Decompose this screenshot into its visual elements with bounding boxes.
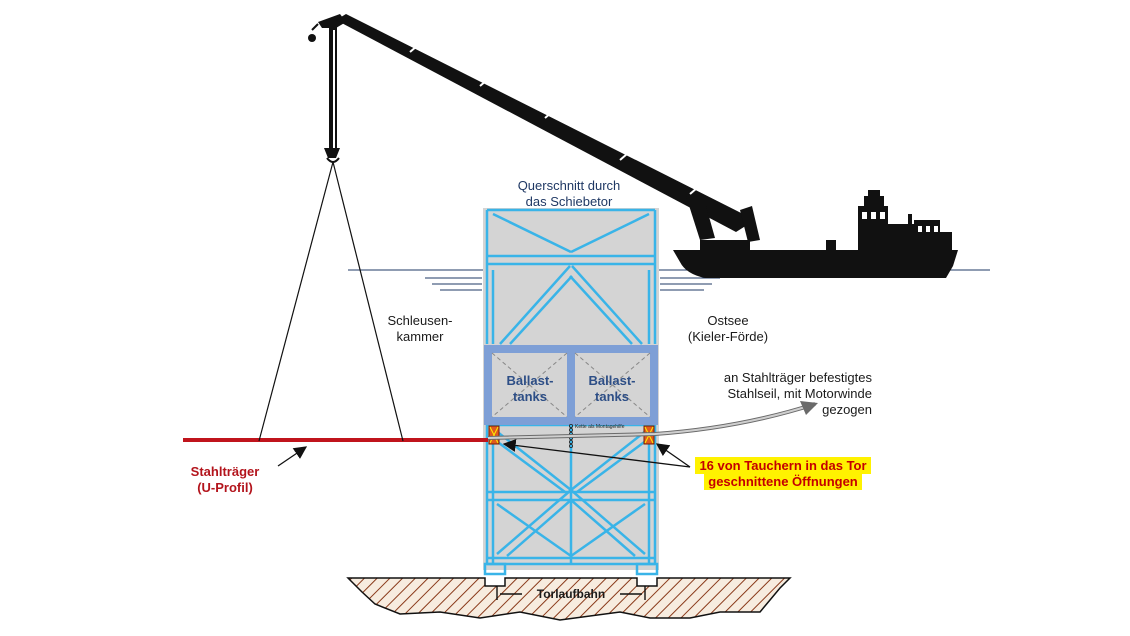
track-label: Torlaufbahn [536, 587, 606, 601]
ballast-tank-left-label: Ballast- tanks [496, 373, 564, 405]
lock-chamber-line1: Schleusen- [387, 313, 453, 328]
steel-cable [487, 401, 818, 440]
steel-cable-line1: an Stahlträger befestigtes [723, 370, 872, 385]
section-title-line2: das Schiebetor [525, 194, 613, 209]
steel-beam-label: Stahlträger (U-Profil) [160, 464, 290, 496]
steel-cable-line3: gezogen [822, 402, 872, 417]
ballast-tank-left-line1: Ballast- [506, 373, 554, 388]
ballast-tanks [484, 345, 658, 425]
ballast-tank-right-line1: Ballast- [588, 373, 636, 388]
steel-beam-line1: Stahlträger [190, 464, 260, 479]
openings-line2: geschnittene Öffnungen [704, 473, 862, 490]
steel-cable-line2: Stahlseil, mit Motorwinde [727, 386, 873, 401]
baltic-sea-line1: Ostsee [707, 313, 749, 328]
steel-beam-line2: (U-Profil) [197, 480, 253, 495]
lock-chamber-line2: kammer [396, 329, 444, 344]
gate-frame [483, 208, 659, 576]
ballast-tank-right-label: Ballast- tanks [578, 373, 646, 405]
floating-crane [308, 14, 958, 278]
openings-label: 16 von Tauchern in das Tor geschnittene … [688, 457, 878, 490]
seabed [346, 577, 792, 621]
chain-label: Kette als Montagehilfe [575, 424, 625, 430]
ballast-tank-left-line2: tanks [513, 389, 547, 404]
ballast-tank-right-line2: tanks [595, 389, 629, 404]
section-title: Querschnitt durch das Schiebetor [484, 178, 654, 210]
lock-chamber-label: Schleusen- kammer [360, 313, 480, 345]
track-dimension [496, 586, 646, 600]
baltic-sea-line2: (Kieler-Förde) [687, 329, 769, 344]
crane-rigging [258, 161, 404, 442]
section-title-line1: Querschnitt durch [517, 178, 621, 193]
steel-cable-label: an Stahlträger befestigtes Stahlseil, mi… [660, 370, 872, 418]
baltic-sea-label: Ostsee (Kieler-Förde) [666, 313, 790, 345]
pointer-arrows [277, 438, 691, 468]
openings-line1: 16 von Tauchern in das Tor [695, 457, 871, 474]
